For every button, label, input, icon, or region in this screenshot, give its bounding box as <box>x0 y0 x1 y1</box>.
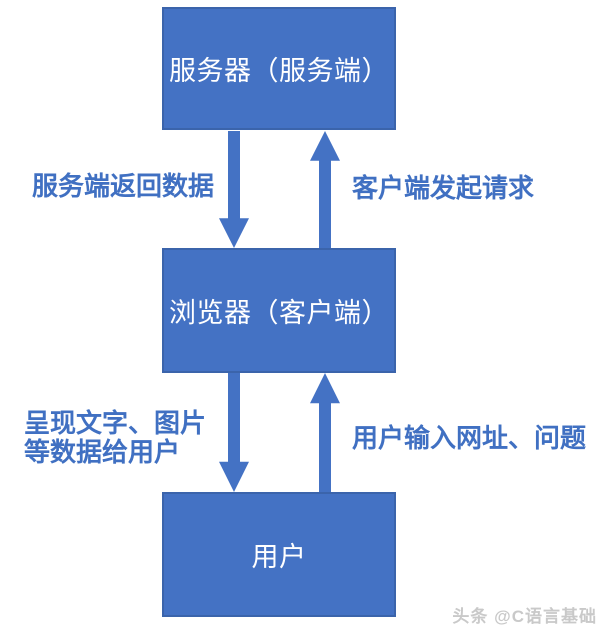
arrow-down-browser-to-user-icon <box>219 373 249 492</box>
node-server: 服务器（服务端） <box>162 7 396 130</box>
node-browser-label: 浏览器（客户端） <box>169 298 389 328</box>
edge-label-client-initiates-request: 客户端发起请求 <box>352 173 535 203</box>
edge-label-user-inputs-url-question: 用户输入网址、问题 <box>352 423 587 453</box>
node-user-label: 用户 <box>251 542 307 572</box>
arrow-up-browser-to-server-icon <box>310 131 340 248</box>
node-user: 用户 <box>162 492 396 617</box>
arrow-down-server-to-browser-icon <box>219 131 249 248</box>
node-browser: 浏览器（客户端） <box>162 248 396 373</box>
edge-label-server-returns-data: 服务端返回数据 <box>32 171 215 201</box>
edge-label-present-data-to-user: 呈现文字、图片 等数据给用户 <box>24 408 207 468</box>
arrow-up-user-to-browser-icon <box>310 373 340 492</box>
node-server-label: 服务器（服务端） <box>169 56 389 86</box>
watermark: 头条 @C语言基础 <box>452 607 597 626</box>
